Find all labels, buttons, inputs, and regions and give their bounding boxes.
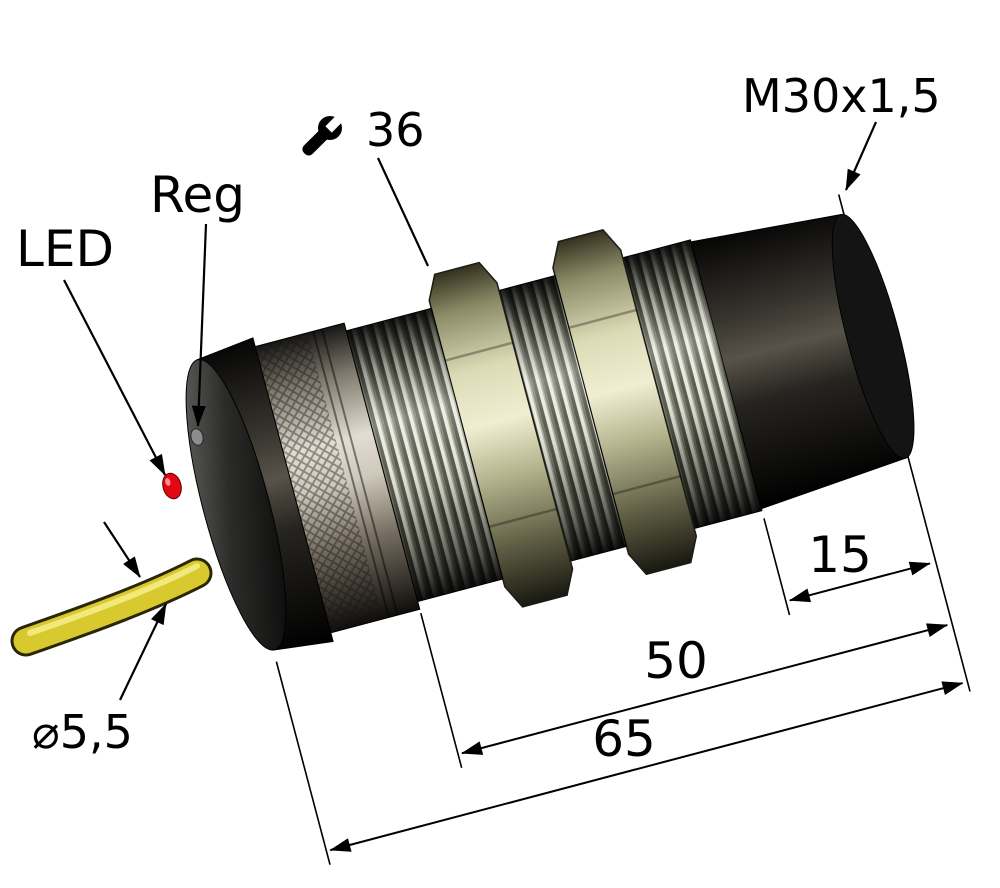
cable-diameter-leader-line bbox=[119, 603, 167, 701]
dim-line-15 bbox=[788, 561, 931, 603]
rear-face bbox=[831, 213, 915, 459]
thread-start-extension-line bbox=[420, 612, 463, 769]
wrench-size-label: 36 bbox=[366, 103, 425, 157]
wrench-icon bbox=[302, 112, 346, 156]
dim-50-label: 50 bbox=[644, 632, 708, 690]
cable-diameter-label: ⌀5,5 bbox=[32, 705, 133, 759]
thread-spec-leader-line bbox=[844, 121, 878, 191]
cable-diameter-top-arrow bbox=[103, 521, 141, 578]
hex-nut-1 bbox=[428, 261, 574, 608]
led-leader-line bbox=[63, 279, 166, 476]
wrench-leader-line bbox=[377, 157, 429, 267]
front-face bbox=[185, 358, 287, 651]
thread-spec-label: M30x1,5 bbox=[742, 69, 941, 123]
led-indicator bbox=[162, 472, 182, 500]
cable bbox=[10, 557, 213, 657]
dim-line-65 bbox=[329, 681, 964, 852]
knurled-body bbox=[254, 322, 421, 634]
rear-housing bbox=[690, 213, 915, 510]
dim-15-label: 15 bbox=[808, 526, 872, 584]
front-face-extension-line bbox=[275, 661, 331, 865]
dim-65-label: 65 bbox=[592, 710, 656, 768]
reg-hole bbox=[190, 428, 204, 446]
reg-leader-line bbox=[191, 223, 208, 427]
front-cap bbox=[185, 337, 334, 651]
rear-cap-extension-line bbox=[763, 518, 791, 616]
reg-label: Reg bbox=[150, 166, 245, 224]
led-label: LED bbox=[16, 220, 114, 278]
sensor-body bbox=[185, 194, 971, 865]
